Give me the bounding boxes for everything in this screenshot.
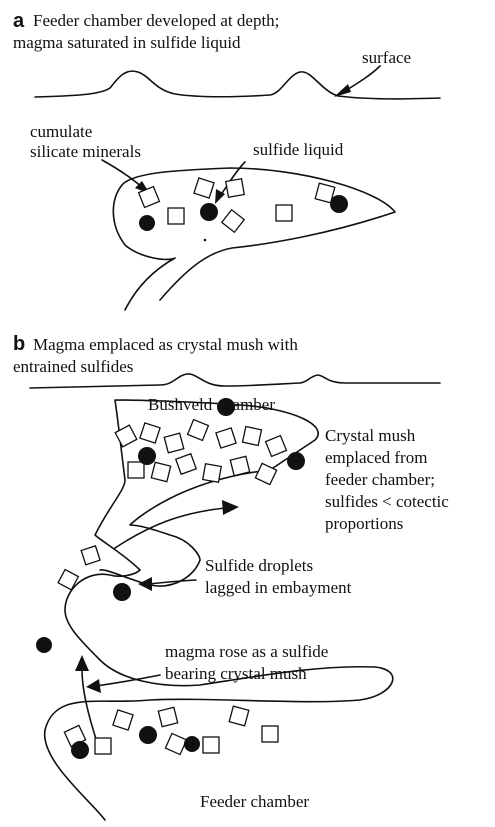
panel-b-caption-line2: entrained sulfides: [13, 357, 133, 376]
label-sulfide-liquid: sulfide liquid: [253, 140, 344, 159]
panel-b: b Magma emplaced as crystal mush with en…: [13, 333, 449, 820]
crystal-b22: [229, 706, 249, 726]
rose-arrowhead: [86, 679, 101, 693]
sulfide-drop-a1: [139, 215, 155, 231]
droplets-pointer-arrow: [148, 580, 196, 584]
crystal-b12: [230, 456, 249, 475]
crystal-b18: [113, 710, 133, 730]
label-crystal-mush-line5: proportions: [325, 514, 403, 533]
crystal-b14: [81, 546, 100, 565]
panel-a-caption-line2: magma saturated in sulfide liquid: [13, 33, 241, 52]
label-crystal-mush-line2: emplaced from: [325, 448, 427, 467]
crystal-b3: [164, 433, 184, 453]
label-crystal-mush-line1: Crystal mush: [325, 426, 416, 445]
sulfide-drop-b8: [184, 736, 200, 752]
label-bushveld-chamber: Bushveld chamber: [148, 395, 275, 414]
crystal-b7: [266, 436, 287, 457]
panel-a: a Feeder chamber developed at depth; mag…: [13, 10, 440, 310]
crystal-a2: [168, 208, 184, 224]
crystal-a5: [222, 210, 244, 232]
label-rose-line2: bearing crystal mush: [165, 664, 307, 683]
droplets-arrowhead: [138, 577, 152, 591]
crystal-b5: [216, 428, 236, 448]
label-feeder-chamber: Feeder chamber: [200, 792, 309, 811]
panel-b-letter: b: [13, 333, 25, 355]
crystal-b2: [140, 423, 160, 443]
crystal-b4: [188, 420, 209, 441]
upflow-arrowhead-upper: [222, 500, 239, 515]
sulfide-drop-b5: [36, 637, 52, 653]
label-cumulate-line2: silicate minerals: [30, 142, 141, 161]
surface-arrowhead: [334, 84, 351, 97]
sulfide-drop-a2: [200, 203, 218, 221]
sulfide-drop-a3: [330, 195, 348, 213]
panel-b-caption-line1: Magma emplaced as crystal mush with: [33, 335, 298, 354]
crystal-b20: [165, 733, 186, 754]
sulfide-drop-b6: [71, 741, 89, 759]
crystal-b11: [203, 464, 222, 483]
fleck-a: [204, 239, 207, 242]
panel-a-letter: a: [13, 10, 25, 32]
label-rose-line1: magma rose as a sulfide: [165, 642, 328, 661]
sulfide-drop-b3: [287, 452, 305, 470]
crystal-b23: [262, 726, 278, 742]
crystal-b13: [255, 463, 276, 484]
feeder-chamber-a-outline: [113, 168, 395, 310]
sulfide-drop-b1: [217, 398, 235, 416]
label-cumulate-line1: cumulate: [30, 122, 92, 141]
label-crystal-mush-line4: sulfides < cotectic: [325, 492, 449, 511]
crystal-b10: [176, 454, 197, 475]
upflow-arrowhead-lower: [75, 655, 89, 671]
panel-a-caption-line1: Feeder chamber developed at depth;: [33, 11, 279, 30]
crystal-a3: [194, 178, 214, 198]
sulfide-drop-b2: [138, 447, 156, 465]
label-droplets-line1: Sulfide droplets: [205, 556, 313, 575]
upflow-arrow-upper: [115, 508, 225, 548]
panel-a-surface-line: [35, 71, 440, 99]
sulfide-drop-b7: [139, 726, 157, 744]
crystal-b9: [151, 462, 170, 481]
crystal-b8: [128, 462, 144, 478]
crystal-a4: [226, 179, 245, 198]
panel-b-surface-line: [30, 374, 440, 388]
sulfide-drop-b4: [113, 583, 131, 601]
label-crystal-mush-line3: feeder chamber;: [325, 470, 435, 489]
crystal-a6: [276, 205, 292, 221]
crystal-b17: [95, 738, 111, 754]
crystal-b21: [203, 737, 219, 753]
label-droplets-line2: lagged in embayment: [205, 578, 352, 597]
crystal-b19: [158, 707, 177, 726]
crystal-b6: [243, 427, 262, 446]
label-surface: surface: [362, 48, 411, 67]
